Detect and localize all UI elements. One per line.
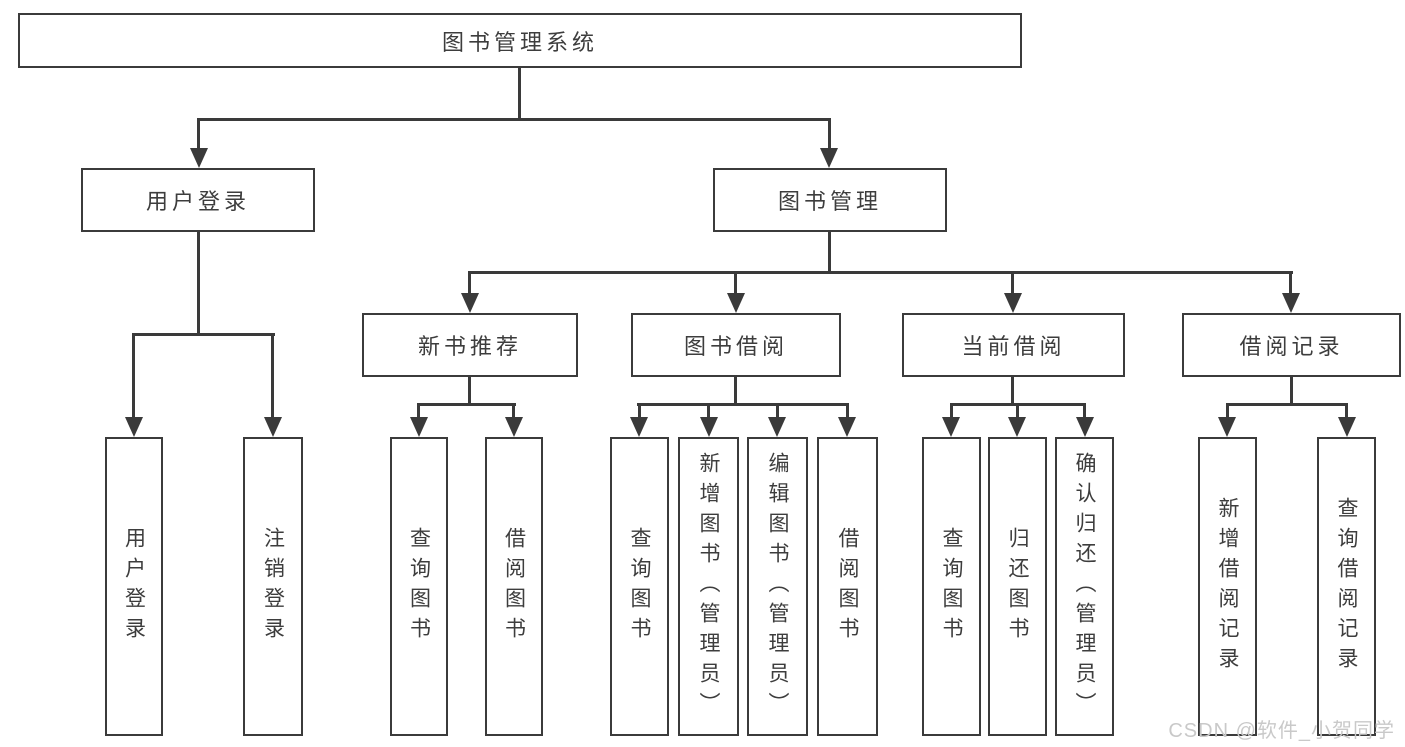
arrow-down-icon (410, 417, 428, 437)
arrow-down-icon (1076, 417, 1094, 437)
node-book-borrow: 图书借阅 (631, 313, 841, 377)
connector-line (828, 118, 831, 150)
connector-line (197, 232, 200, 336)
connector-line (828, 232, 831, 274)
connector-line (776, 403, 779, 419)
connector-line (1016, 403, 1019, 419)
leaf-logout: 注销登录 (243, 437, 303, 736)
connector-line (468, 271, 471, 295)
arrow-down-icon (630, 417, 648, 437)
leaf-borrow-book-recommend: 借阅图书 (485, 437, 543, 736)
arrow-down-icon (1008, 417, 1026, 437)
connector-line (734, 271, 737, 295)
connector-line (734, 377, 737, 406)
connector-line (518, 68, 521, 121)
connector-line (417, 403, 420, 419)
arrow-down-icon (125, 417, 143, 437)
connector-line (1011, 377, 1014, 406)
connector-line (417, 403, 516, 406)
leaf-user-login: 用户登录 (105, 437, 163, 736)
connector-line (1290, 377, 1293, 406)
connector-line (1345, 403, 1348, 419)
arrow-down-icon (727, 293, 745, 313)
connector-line (468, 377, 471, 406)
leaf-query-book-borrow: 查询图书 (610, 437, 669, 736)
arrow-down-icon (190, 148, 208, 168)
connector-line (1226, 403, 1229, 419)
leaf-confirm-return-admin: 确认归还（管理员） (1055, 437, 1114, 736)
connector-line (1289, 271, 1292, 295)
arrow-down-icon (838, 417, 856, 437)
leaf-borrow-book: 借阅图书 (817, 437, 878, 736)
connector-line (846, 403, 849, 419)
connector-line (1083, 403, 1086, 419)
node-new-book-recommend: 新书推荐 (362, 313, 578, 377)
arrow-down-icon (768, 417, 786, 437)
watermark: CSDN @软件_小贺同学 (1168, 720, 1395, 742)
connector-line (707, 403, 710, 419)
connector-line (468, 271, 1293, 274)
connector-line (1011, 271, 1014, 295)
node-root-library-system: 图书管理系统 (18, 13, 1022, 68)
connector-line (197, 118, 831, 121)
connector-line (197, 118, 200, 150)
connector-line (271, 333, 274, 419)
connector-line (638, 403, 641, 419)
arrow-down-icon (461, 293, 479, 313)
connector-line (512, 403, 515, 419)
leaf-query-book-recommend: 查询图书 (390, 437, 448, 736)
leaf-add-book-admin: 新增图书（管理员） (678, 437, 739, 736)
node-current-borrow: 当前借阅 (902, 313, 1125, 377)
leaf-query-book-current: 查询图书 (922, 437, 981, 736)
leaf-return-book: 归还图书 (988, 437, 1047, 736)
node-book-management: 图书管理 (713, 168, 947, 232)
connector-line (950, 403, 953, 419)
arrow-down-icon (264, 417, 282, 437)
arrow-down-icon (1004, 293, 1022, 313)
connector-line (132, 333, 275, 336)
node-borrow-records: 借阅记录 (1182, 313, 1401, 377)
arrow-down-icon (1282, 293, 1300, 313)
arrow-down-icon (505, 417, 523, 437)
arrow-down-icon (942, 417, 960, 437)
connector-line (1226, 403, 1348, 406)
arrow-down-icon (820, 148, 838, 168)
arrow-down-icon (1218, 417, 1236, 437)
leaf-add-borrow-record: 新增借阅记录 (1198, 437, 1257, 736)
arrow-down-icon (700, 417, 718, 437)
connector-line (637, 403, 849, 406)
node-user-login: 用户登录 (81, 168, 315, 232)
leaf-edit-book-admin: 编辑图书（管理员） (747, 437, 808, 736)
leaf-query-borrow-record: 查询借阅记录 (1317, 437, 1376, 736)
arrow-down-icon (1338, 417, 1356, 437)
connector-line (132, 333, 135, 419)
